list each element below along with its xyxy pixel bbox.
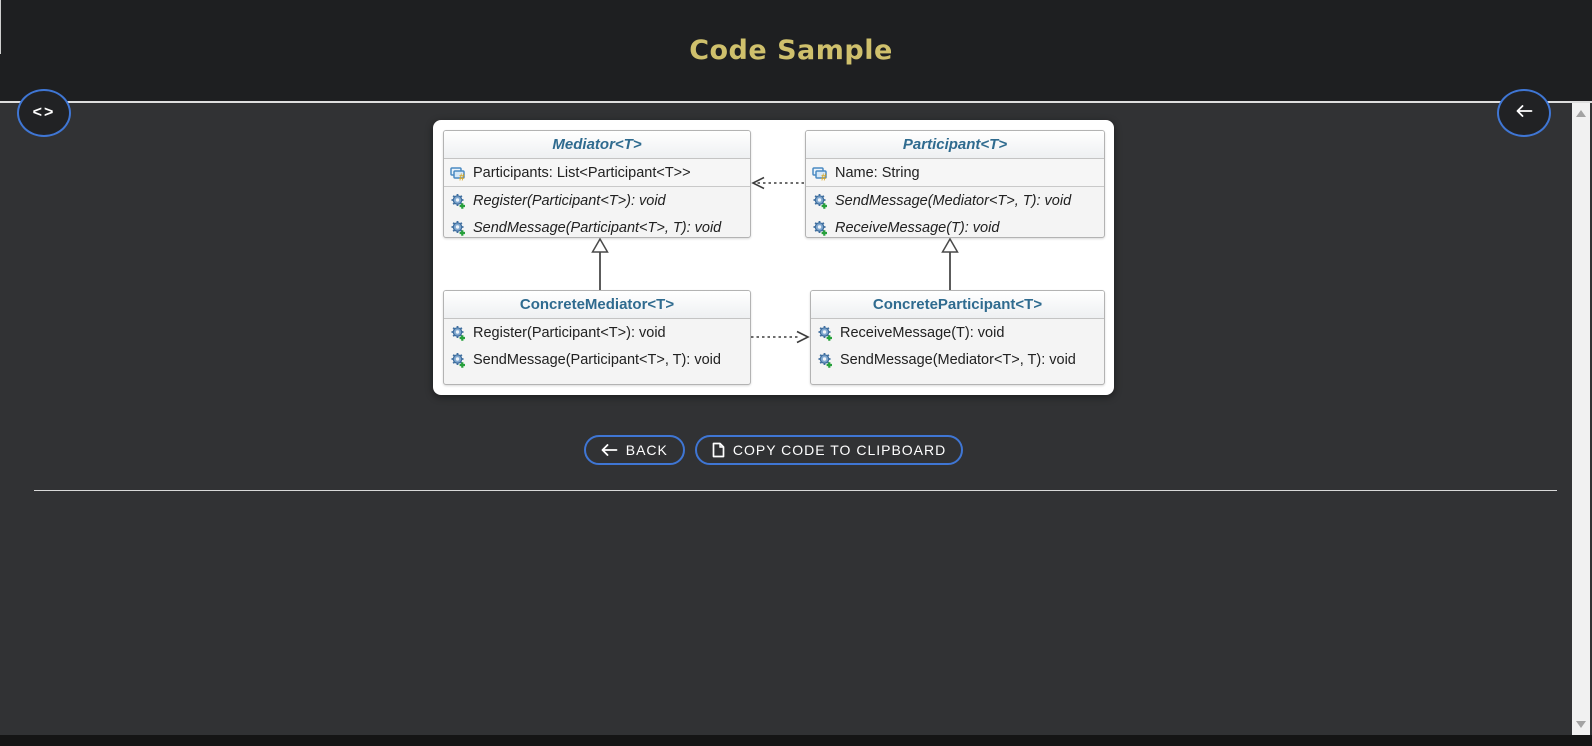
code-panel-toggle-button[interactable]: <> [17,89,71,137]
header: Code Sample [0,0,1592,101]
method-icon [450,193,467,209]
uml-methods-compartment: Register(Participant<T>): void SendMessa… [444,187,750,237]
vertical-scrollbar[interactable] [1572,103,1590,735]
back-button[interactable]: BACK [583,434,685,465]
copy-code-button[interactable]: COPY CODE TO CLIPBOARD [694,434,964,465]
uml-class-title: ConcreteMediator<T> [444,291,750,319]
uml-attribute: # Participants: List<Participant<T>> [444,159,750,186]
code-icon: <> [32,104,56,121]
uml-methods-compartment: Register(Participant<T>): void SendMessa… [444,319,750,373]
uml-method: ReceiveMessage(T): void [811,319,1104,346]
uml-class-concrete-participant: ConcreteParticipant<T> ReceiveMessage(T)… [810,290,1105,385]
uml-method: SendMessage(Mediator<T>, T): void [806,187,1104,214]
scroll-up-icon[interactable] [1576,110,1586,117]
uml-methods-compartment: ReceiveMessage(T): void SendMessage(Medi… [811,319,1104,373]
actions-row: BACK COPY CODE TO CLIPBOARD [433,434,1114,465]
uml-class-participant: Participant<T> # Name: String [805,130,1105,238]
uml-class-title: Participant<T> [806,131,1104,159]
method-icon [812,220,829,236]
uml-method: Register(Participant<T>): void [444,319,750,346]
arrow-left-icon [601,443,618,456]
uml-diagram-panel: Mediator<T> # Participants: List<Partici… [433,120,1114,395]
header-divider [0,101,1592,103]
uml-method: SendMessage(Participant<T>, T): void [444,346,750,373]
uml-attribute: # Name: String [806,159,1104,186]
back-circle-button[interactable] [1497,89,1551,137]
uml-class-mediator: Mediator<T> # Participants: List<Partici… [443,130,751,238]
uml-methods-compartment: SendMessage(Mediator<T>, T): void Receiv… [806,187,1104,237]
uml-attributes-compartment: # Participants: List<Participant<T>> [444,159,750,187]
uml-class-title: Mediator<T> [444,131,750,159]
bottom-edge [0,735,1592,746]
scroll-down-icon[interactable] [1576,721,1586,728]
arrow-left-icon [1516,104,1533,122]
uml-method: ReceiveMessage(T): void [806,214,1104,237]
svg-text:#: # [459,172,465,181]
uml-method: Register(Participant<T>): void [444,187,750,214]
page-title: Code Sample [689,35,893,66]
document-icon [712,442,725,458]
uml-method: SendMessage(Mediator<T>, T): void [811,346,1104,373]
method-icon [450,352,467,368]
method-icon [817,325,834,341]
field-icon: # [450,165,467,181]
uml-class-title: ConcreteParticipant<T> [811,291,1104,319]
window-edge [0,0,1,54]
uml-attributes-compartment: # Name: String [806,159,1104,187]
method-icon [812,193,829,209]
uml-method: SendMessage(Participant<T>, T): void [444,214,750,237]
content-divider [34,490,1557,491]
field-icon: # [812,165,829,181]
method-icon [450,325,467,341]
svg-text:#: # [821,172,827,181]
method-icon [450,220,467,236]
uml-class-concrete-mediator: ConcreteMediator<T> Register(Participant… [443,290,751,385]
method-icon [817,352,834,368]
